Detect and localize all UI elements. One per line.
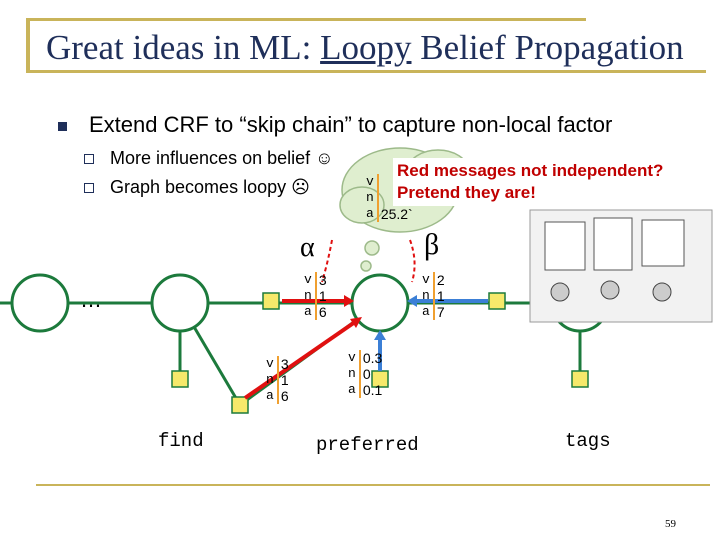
- main-bullet-text: Extend CRF to “skip chain” to capture no…: [89, 112, 613, 137]
- callout-line-2: Pretend they are!: [397, 183, 536, 202]
- word-tags: tags: [565, 430, 611, 452]
- main-bullet: Extend CRF to “skip chain” to capture no…: [58, 112, 612, 138]
- title-side-rule: [26, 18, 30, 70]
- variable-node-find: [150, 273, 210, 333]
- alpha-label: α: [300, 232, 315, 263]
- word-find: find: [158, 430, 204, 452]
- title-prefix: Great ideas in ML:: [46, 28, 321, 67]
- slide-title: Great ideas in ML: Loopy Belief Propagat…: [46, 28, 706, 68]
- sub-bullet-2-text: Graph becomes loopy ☹: [110, 177, 310, 197]
- callout-box: Red messages not independent? Pretend th…: [393, 158, 668, 206]
- variable-node-preferred: [350, 273, 410, 333]
- sub-bullet-1: More influences on belief ☺: [84, 148, 334, 169]
- title-top-rule: [26, 18, 586, 21]
- title-bottom-rule: [26, 70, 706, 73]
- title-underlined-word: Loopy: [320, 28, 412, 67]
- variable-node-left: [10, 273, 70, 333]
- footer-rule: [36, 484, 710, 486]
- beta-label: β: [424, 228, 440, 261]
- square-bullet-icon: [58, 121, 67, 131]
- title-suffix: Belief Propagation: [411, 28, 684, 67]
- sub-bullet-1-text: More influences on belief ☺: [110, 148, 334, 168]
- page-number: 59: [665, 518, 676, 530]
- ellipsis: …: [80, 287, 102, 312]
- hollow-square-bullet-icon: [84, 183, 94, 194]
- sub-bullet-2: Graph becomes loopy ☹: [84, 177, 310, 198]
- callout-line-1: Red messages not independent?: [397, 161, 664, 180]
- hollow-square-bullet-icon: [84, 154, 94, 165]
- word-preferred: preferred: [316, 434, 419, 456]
